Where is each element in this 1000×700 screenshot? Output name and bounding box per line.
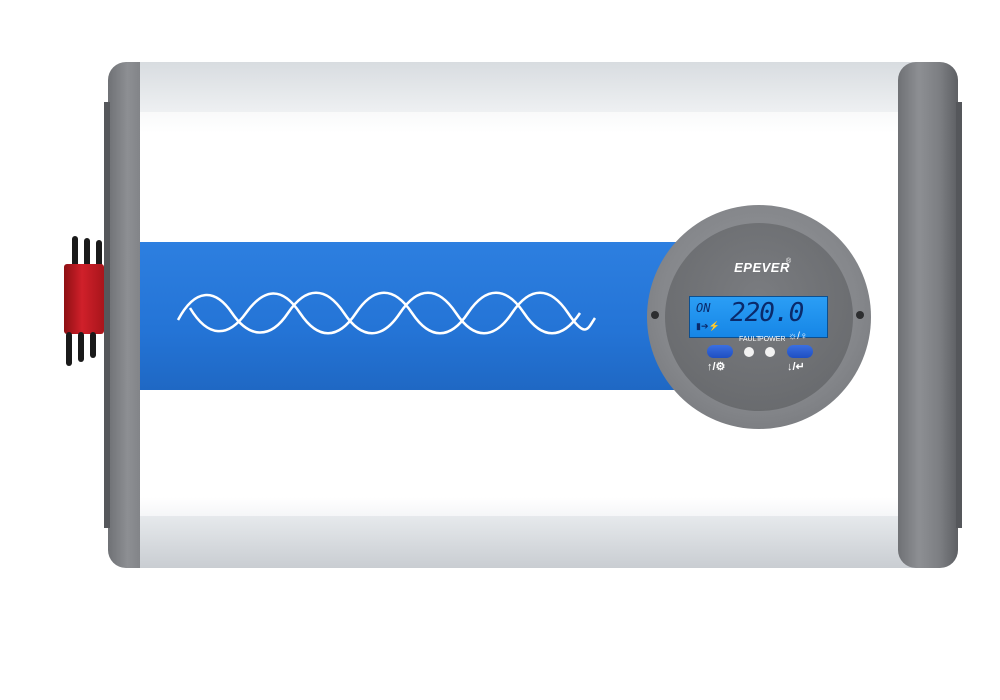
- input-connector: [62, 236, 122, 368]
- wire: [78, 332, 84, 362]
- backlight-icon: ☼/♀: [788, 331, 808, 342]
- power-label: POWER: [759, 336, 786, 343]
- up-settings-button[interactable]: [707, 345, 733, 358]
- housing-top-strip: [140, 62, 926, 112]
- fault-label: FAULT: [739, 336, 761, 343]
- enter-icon: ↓/↵: [787, 361, 805, 373]
- down-enter-button[interactable]: [787, 345, 813, 358]
- fault-led: [744, 347, 754, 357]
- lcd-value-text: 220.0: [730, 298, 804, 328]
- wire: [72, 236, 78, 272]
- battery-icon: ▮➔⚡: [696, 321, 720, 331]
- right-endcap: [898, 62, 962, 568]
- wire: [96, 240, 102, 272]
- sine-wave-icon: [176, 291, 597, 335]
- red-terminal-block: [64, 264, 104, 334]
- wire: [90, 332, 96, 358]
- brand-logo: EPEVER: [734, 260, 790, 275]
- lcd-display: ON 220.0 ▮➔⚡: [689, 296, 828, 338]
- screw: [856, 311, 864, 319]
- wire: [84, 238, 90, 272]
- wire: [66, 332, 72, 366]
- lcd-mode-text: ON: [696, 301, 711, 315]
- registered-mark: ®: [786, 258, 792, 265]
- housing-bottom-strip: [140, 516, 926, 568]
- power-led: [765, 347, 775, 357]
- gear-icon: ↑/⚙: [707, 361, 726, 373]
- screw: [651, 311, 659, 319]
